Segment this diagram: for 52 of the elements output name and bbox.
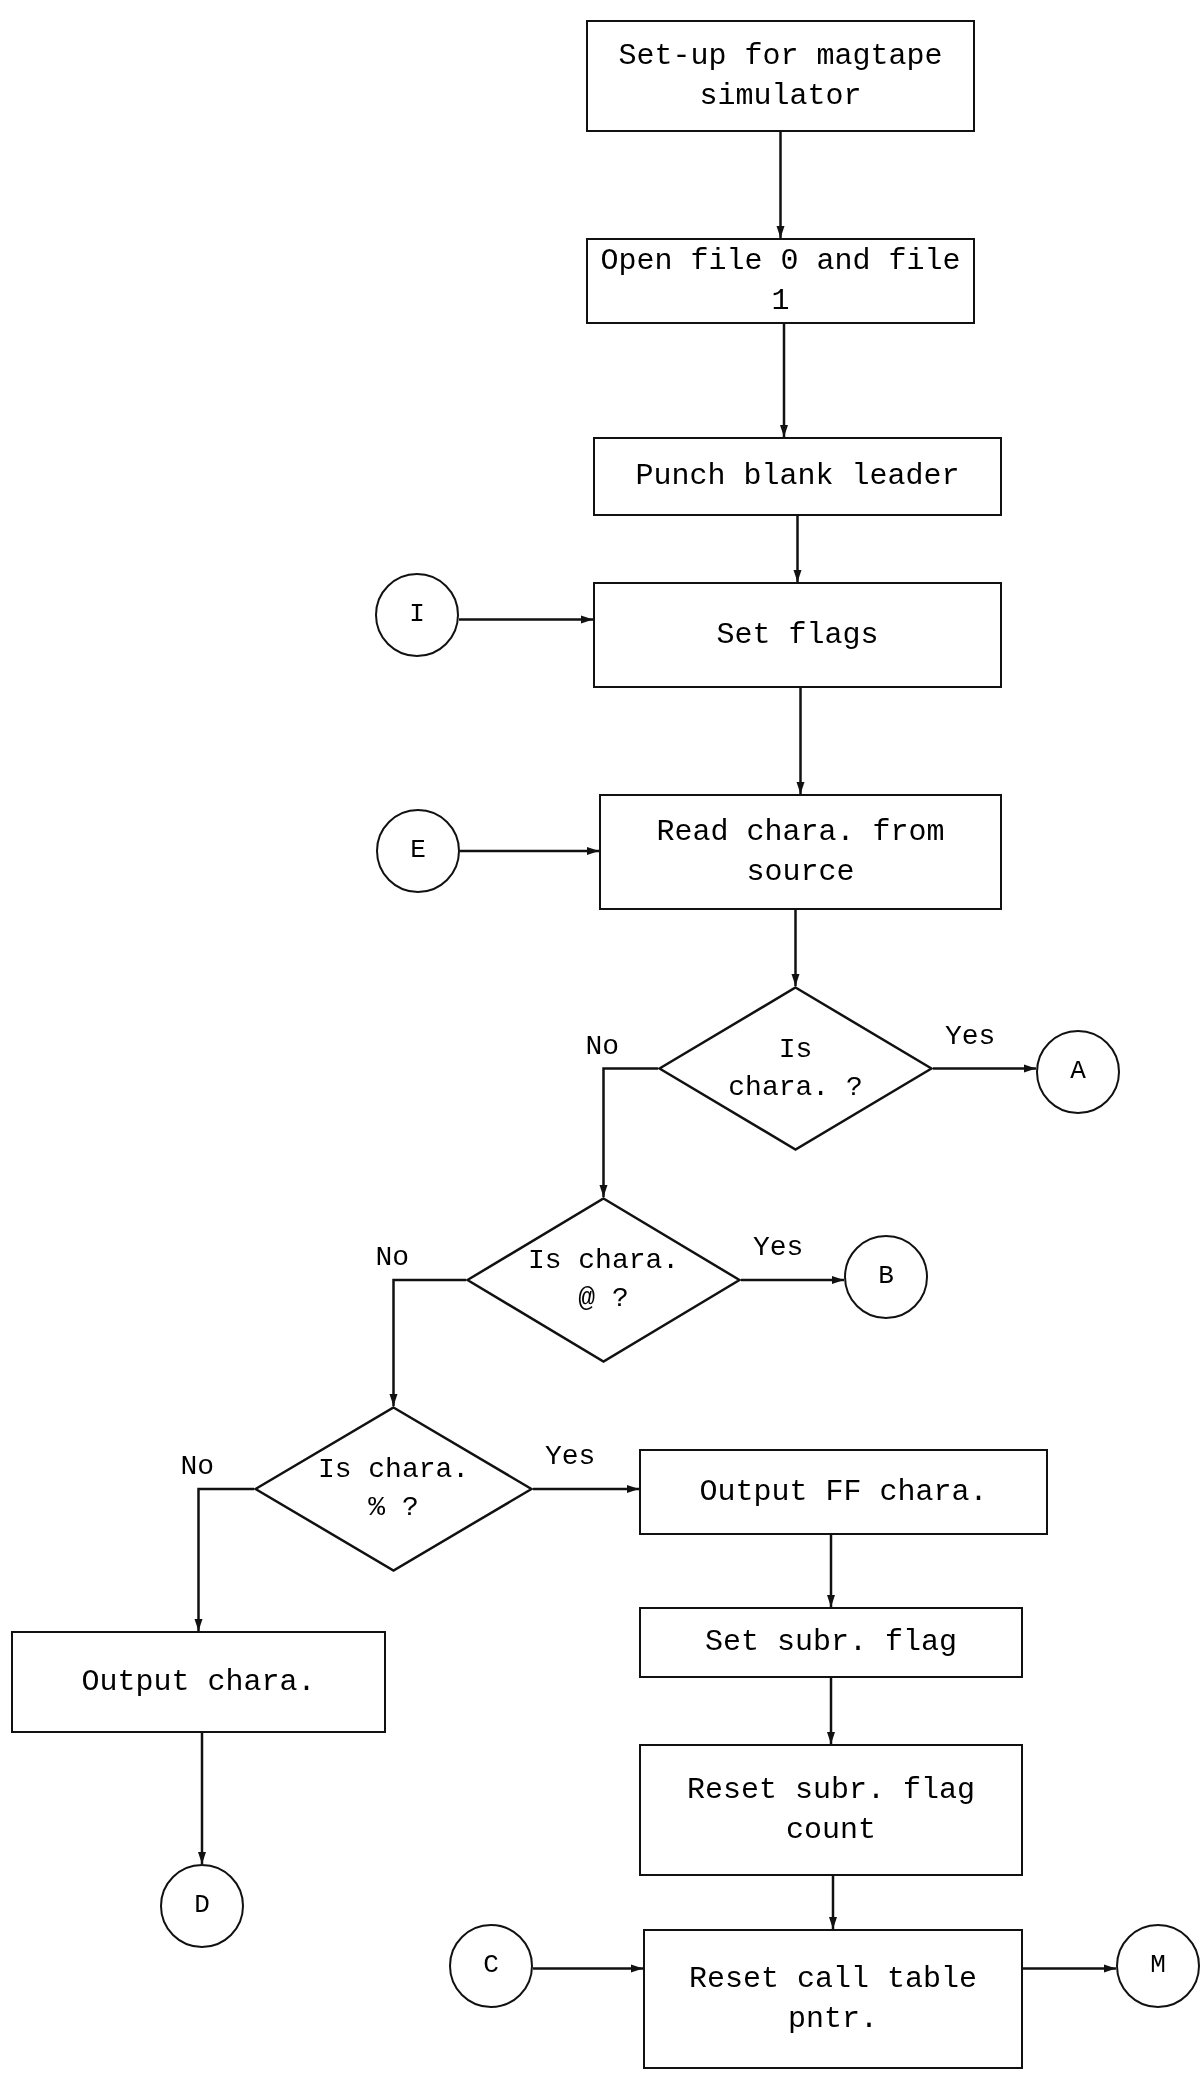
arrow [827,1678,835,1744]
arrow [829,1876,837,1929]
decision-diamond [658,986,933,1151]
process-box [643,1929,1023,2069]
arrow [933,1064,1036,1073]
node-text: Punch blank leader [635,458,960,496]
arrow [741,1276,844,1284]
arrow [1023,1964,1116,1973]
decision-diamond [254,1406,533,1572]
arrow [791,910,800,986]
arrow [533,1964,643,1973]
node-text: D [194,1889,210,1923]
node-text: Is chara. ? [727,1032,864,1105]
process-box [586,238,975,324]
node-text: C [483,1949,499,1983]
node-text: M [1150,1949,1166,1983]
node-text: Set flags [716,616,879,654]
process-box [586,20,975,132]
arrow [796,688,805,794]
arrow [460,847,599,855]
arrow [533,1485,639,1493]
node-text: Is chara. @ ? [526,1244,681,1316]
node-text: E [410,834,426,868]
arrow [459,615,593,624]
process-box [599,794,1002,910]
node-text: Output FF chara. [699,1473,988,1511]
node-text: I [409,598,425,632]
node-text: B [878,1260,894,1294]
arrow [776,132,785,238]
arrow [194,1487,254,1631]
arrow [599,1067,658,1197]
process-box [593,582,1002,688]
arrow [389,1278,466,1406]
node-text: A [1070,1055,1086,1089]
node-text: Reset call table pntr. [687,1960,978,2038]
decision-diamond [466,1197,741,1363]
node-text: Open file 0 and file 1 [600,242,961,320]
process-box [593,437,1002,516]
node-text: Set-up for magtape simulator [617,37,944,115]
node-text: Read chara. from source [655,813,946,891]
node-text: Output chara. [81,1663,316,1701]
arrow [793,516,802,582]
arrow [198,1733,206,1864]
node-text: Is chara. % ? [316,1453,471,1525]
node-text: Reset subr. flag count [685,1771,976,1849]
arrow [827,1535,835,1607]
process-box [11,1631,386,1733]
node-text: Set subr. flag [704,1624,957,1662]
process-box [639,1607,1023,1678]
process-box [639,1449,1048,1535]
arrow [780,324,788,437]
process-box [639,1744,1023,1876]
